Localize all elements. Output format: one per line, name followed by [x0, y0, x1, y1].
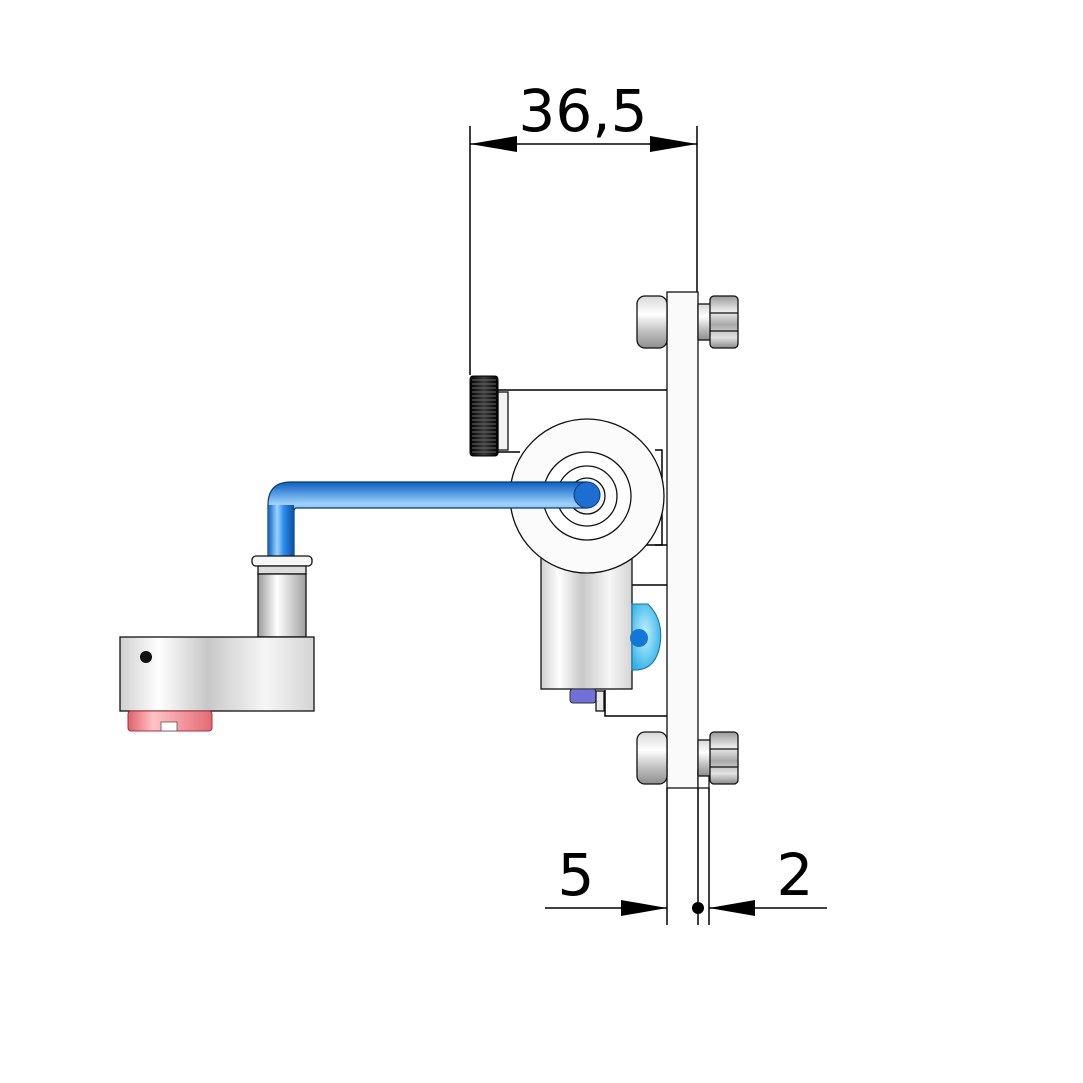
tube-vertical: [268, 505, 294, 556]
blue-tube: [267, 481, 601, 557]
bolt-head-bottom: [636, 731, 668, 785]
bolt-bottom: [636, 731, 739, 785]
arrow-bottom-right-icon: [709, 900, 755, 916]
nut-top: [709, 295, 739, 349]
bolt-top: [636, 295, 739, 349]
push-fitting: [251, 555, 313, 638]
knurled-screw: [469, 375, 509, 457]
fitting-collar: [251, 555, 313, 567]
ring-slot: [160, 721, 178, 732]
arrow-bottom-left-icon: [621, 900, 667, 916]
dimension-value-left: 5: [558, 841, 595, 909]
dimension-bottom: 5 2: [545, 841, 827, 916]
arrow-left-icon: [470, 136, 517, 152]
screw-shank: [497, 391, 509, 451]
arrow-right-icon: [650, 136, 697, 152]
clamp-block: [119, 636, 315, 732]
dimension-value-top: 36,5: [518, 77, 647, 145]
dimension-top: 36,5: [469, 77, 698, 375]
clamp-body: [119, 636, 315, 712]
connector-stub: [595, 690, 605, 712]
set-screw-icon: [140, 651, 152, 663]
tube-end: [573, 481, 601, 509]
cyan-fitting: [630, 603, 662, 671]
cyan-fitting-port: [630, 629, 648, 647]
purple-connector: [569, 688, 597, 704]
dimension-dot-icon: [692, 902, 704, 914]
mounting-plate: [666, 291, 699, 789]
dimension-value-right: 2: [777, 841, 814, 909]
nut-bottom: [709, 731, 739, 785]
fitting-body: [257, 573, 307, 638]
knurl-pattern: [472, 379, 496, 453]
valve-block: [540, 551, 633, 690]
fitting-ring: [257, 565, 307, 575]
bolt-head-top: [636, 295, 668, 349]
